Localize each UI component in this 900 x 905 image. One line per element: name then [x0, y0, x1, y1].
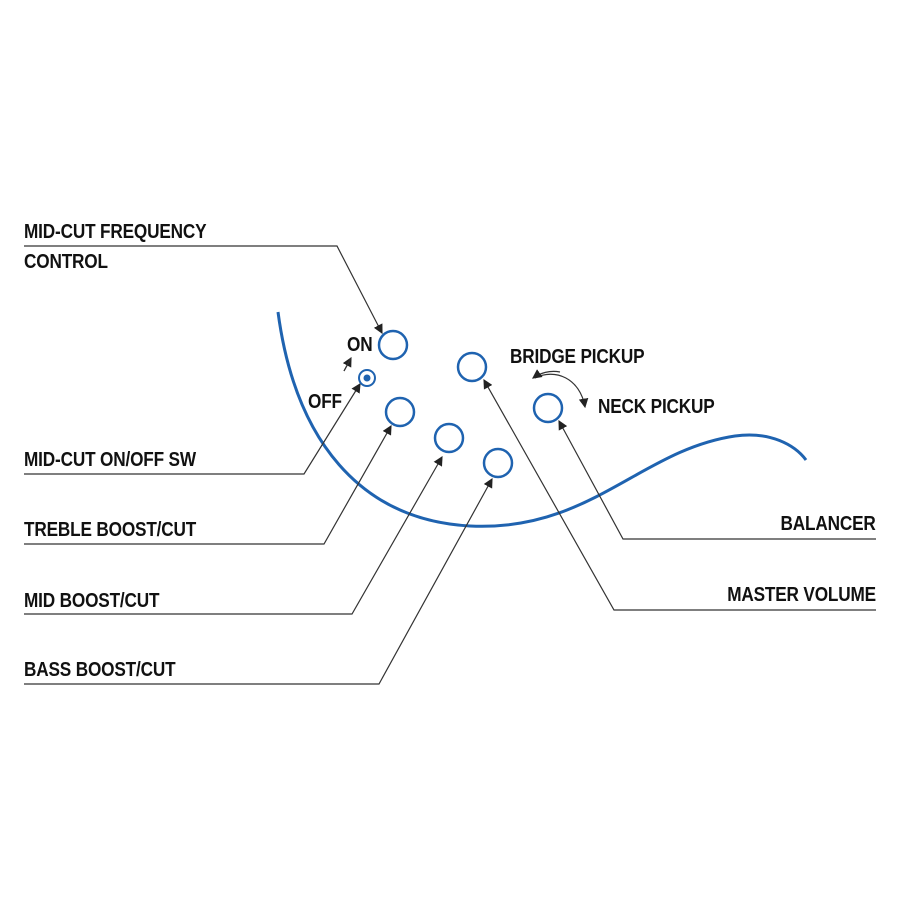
leader-midcut-frequency: [24, 245, 383, 335]
leader-balancer: [558, 419, 876, 540]
label-off: OFF: [308, 391, 342, 413]
leader-lines: [24, 245, 876, 685]
leader-master-volume: [483, 378, 876, 611]
midcut-toggle-lever: [363, 374, 371, 382]
toggle-arrow-down: [343, 357, 352, 372]
label-midcut-frequency-line1: MID-CUT FREQUENCY: [24, 221, 207, 243]
label-master-volume: MASTER VOLUME: [727, 584, 876, 606]
label-balancer: BALANCER: [780, 513, 876, 535]
leader-bass: [24, 477, 493, 685]
label-on: ON: [347, 334, 373, 356]
treble-knob[interactable]: [384, 396, 416, 428]
balancer-knob[interactable]: [532, 392, 564, 424]
midcut-frequency-knob[interactable]: [377, 329, 409, 361]
leader-midcut-switch: [24, 382, 361, 475]
mid-knob[interactable]: [433, 422, 465, 454]
bass-knob[interactable]: [482, 447, 514, 479]
label-mid: MID BOOST/CUT: [24, 590, 160, 612]
label-midcut-switch: MID-CUT ON/OFF SW: [24, 449, 196, 471]
master-volume-knob[interactable]: [456, 351, 488, 383]
leader-mid: [24, 455, 443, 615]
label-bridge-pickup: BRIDGE PICKUP: [510, 346, 645, 368]
label-neck-pickup: NECK PICKUP: [598, 396, 715, 418]
leader-treble: [24, 424, 392, 545]
label-midcut-frequency-line2: CONTROL: [24, 251, 108, 273]
label-treble: TREBLE BOOST/CUT: [24, 519, 197, 541]
label-bass: BASS BOOST/CUT: [24, 659, 176, 681]
pickup-balance-arc-start: [532, 369, 561, 379]
